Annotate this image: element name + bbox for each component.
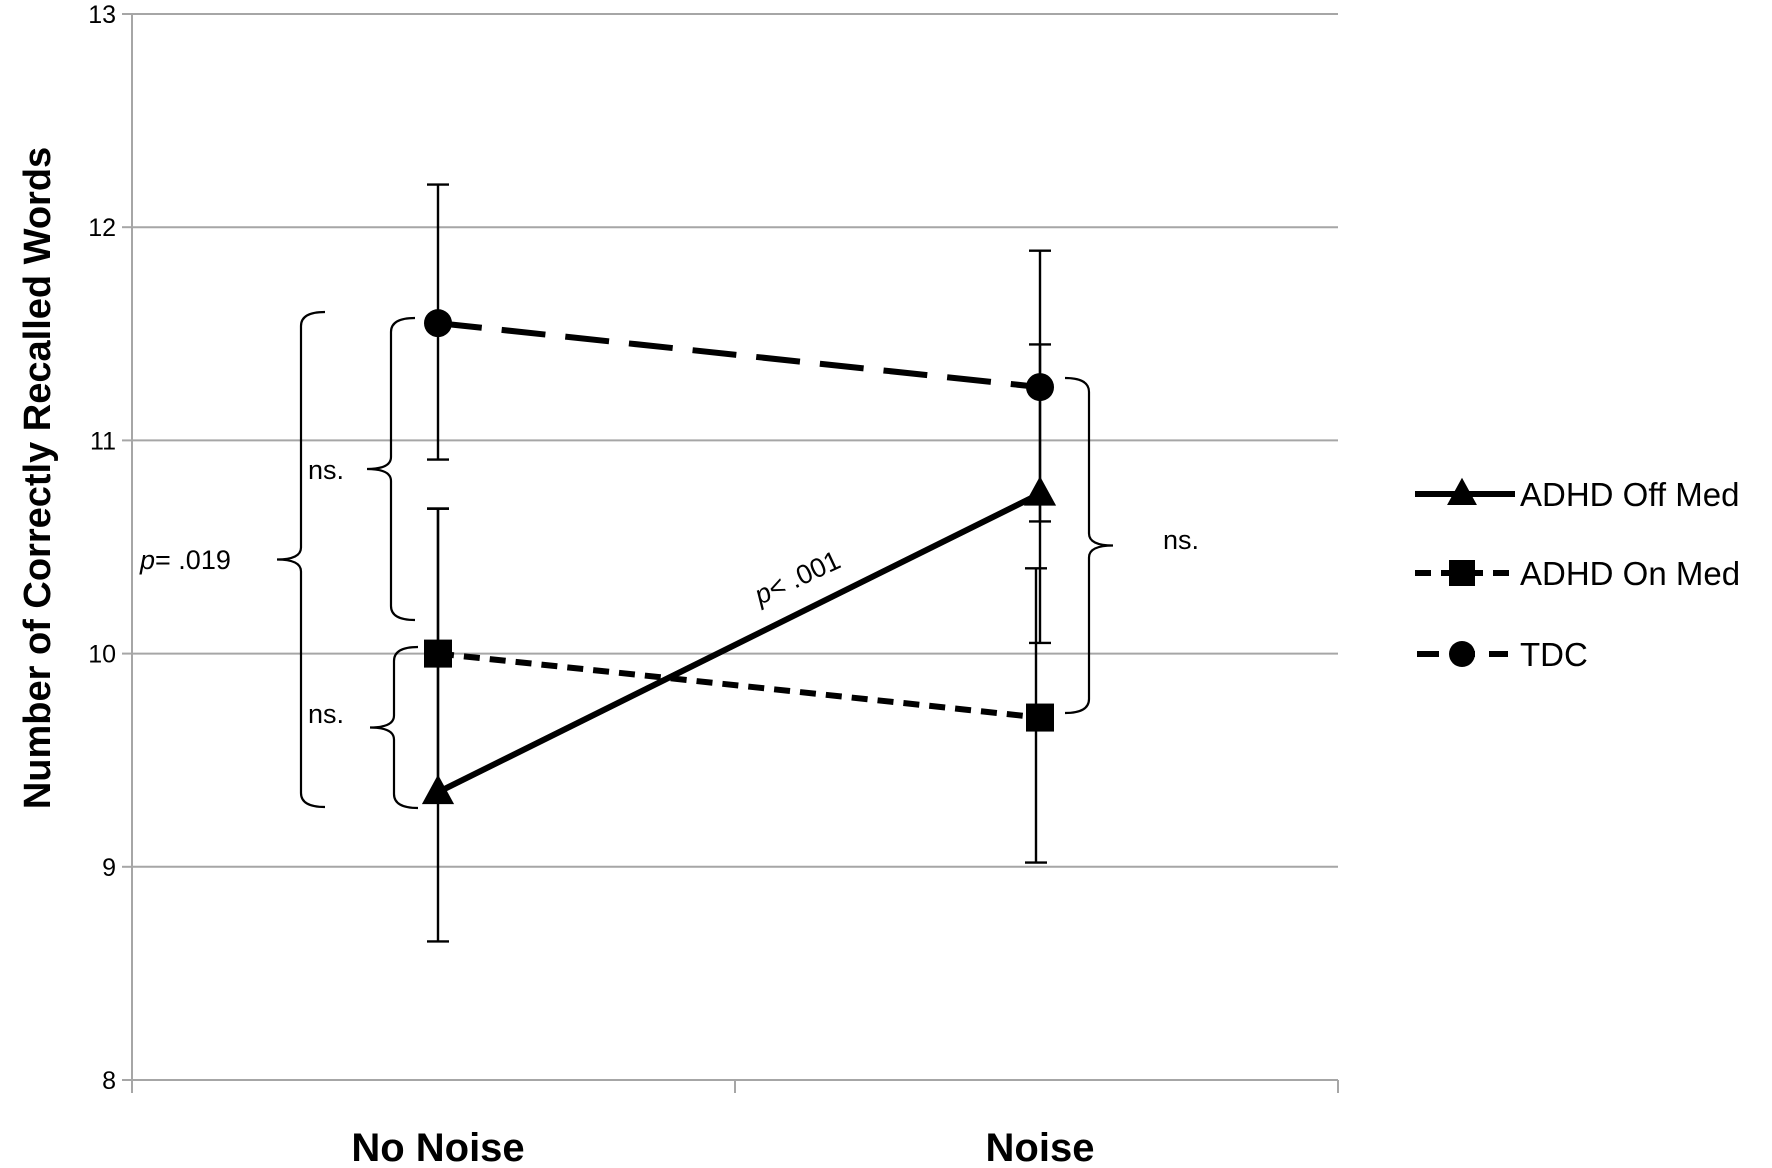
y-axis-title: Number of Correctly Recalled Words bbox=[17, 147, 59, 809]
legend-marker-adhd-on-med bbox=[1449, 560, 1475, 586]
significance-brackets bbox=[276, 310, 1114, 810]
data-point-adhd-off-med bbox=[1023, 476, 1057, 506]
annotation-p-001: p< .001 bbox=[749, 545, 845, 611]
series-markers bbox=[421, 309, 1057, 805]
data-point-adhd-on-med bbox=[424, 639, 452, 668]
bracket-no-noise-adhd-on-vs-off bbox=[369, 645, 419, 810]
bracket-noise-tdc-vs-adhd-on bbox=[1064, 376, 1114, 715]
bracket-no-noise-adhd-off-vs-tdc bbox=[276, 310, 326, 809]
series-line-adhd-on-med bbox=[437, 650, 1041, 721]
data-point-adhd-on-med bbox=[1026, 703, 1054, 732]
legend-label-adhd-on-med: ADHD On Med bbox=[1520, 555, 1740, 592]
legend-label-tdc: TDC bbox=[1520, 636, 1588, 673]
y-tick-label: 12 bbox=[88, 214, 116, 242]
series-line-adhd-off-med bbox=[436, 491, 1042, 795]
annotation-p-019: p= .019 bbox=[139, 545, 231, 575]
annotation-p-019-p: p bbox=[139, 545, 155, 575]
legend-label-adhd-off-med: ADHD Off Med bbox=[1520, 476, 1739, 513]
series-line-tdc bbox=[437, 320, 1041, 391]
annotation-p-019-value: = .019 bbox=[155, 545, 231, 575]
axes bbox=[122, 13, 1339, 1093]
annotation-ns-right: ns. bbox=[1163, 525, 1199, 555]
x-category-label: Noise bbox=[986, 1126, 1095, 1168]
y-tick-label: 9 bbox=[102, 854, 116, 882]
error-bars bbox=[427, 183, 1051, 943]
data-point-tdc bbox=[1026, 373, 1054, 402]
y-tick-label: 10 bbox=[88, 641, 116, 669]
annotation-ns-upper-left: ns. bbox=[308, 455, 344, 485]
gridlines bbox=[132, 13, 1338, 868]
data-point-adhd-off-med bbox=[421, 774, 455, 805]
x-category-labels: No Noise Noise bbox=[351, 1126, 1094, 1168]
y-tick-labels: 8 9 10 11 12 13 bbox=[88, 1, 116, 1095]
series-lines bbox=[436, 320, 1042, 795]
y-tick-label: 8 bbox=[102, 1067, 116, 1095]
x-category-label: No Noise bbox=[351, 1126, 524, 1168]
data-point-tdc bbox=[424, 309, 452, 338]
legend-marker-tdc bbox=[1449, 641, 1475, 667]
annotation-ns-lower-left: ns. bbox=[308, 699, 344, 729]
y-tick-label: 11 bbox=[90, 427, 116, 455]
y-tick-label: 13 bbox=[88, 1, 116, 29]
bracket-no-noise-tdc-vs-adhd-on bbox=[366, 316, 416, 622]
legend-marker-adhd-off-med bbox=[1447, 477, 1477, 506]
